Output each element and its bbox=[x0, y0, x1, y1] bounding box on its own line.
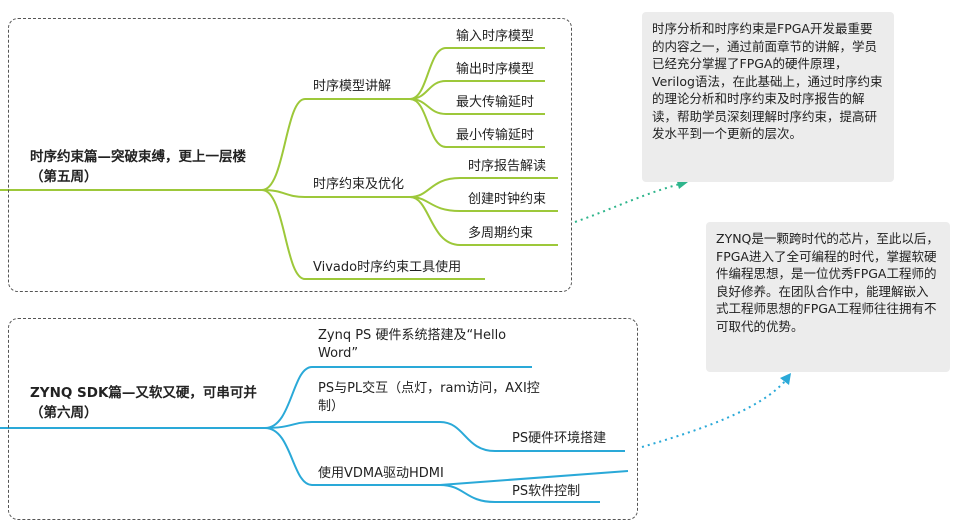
topic-vdma-hdmi[interactable]: 使用VDMA驱动HDMI bbox=[318, 466, 444, 481]
note-zynq: ZYNQ是一颗跨时代的芯片，至此以后，FPGA进入了全可编程的时代，掌握软硬件编… bbox=[706, 222, 950, 372]
topic-timing-model[interactable]: 时序模型讲解 bbox=[313, 79, 392, 94]
module5-frame bbox=[8, 18, 572, 292]
item-max-delay[interactable]: 最大传输延时 bbox=[456, 95, 535, 110]
topic-vivado-tool[interactable]: Vivado时序约束工具使用 bbox=[313, 260, 462, 275]
green-branch-topic1 bbox=[261, 98, 410, 191]
item-multicycle[interactable]: 多周期约束 bbox=[468, 226, 534, 241]
topic-timing-constraint[interactable]: 时序约束及优化 bbox=[313, 177, 405, 192]
item-min-delay[interactable]: 最小传输延时 bbox=[456, 128, 535, 143]
item-ps-sw-control[interactable]: PS软件控制 bbox=[512, 484, 581, 499]
item-output-timing-model[interactable]: 输出时序模型 bbox=[456, 62, 535, 77]
item-ps-hw-env[interactable]: PS硬件环境搭建 bbox=[512, 431, 607, 446]
arrow-to-note-timing bbox=[574, 183, 681, 223]
blue-branch-topic3 bbox=[264, 427, 440, 486]
item-create-clock[interactable]: 创建时钟约束 bbox=[468, 192, 547, 207]
blue-branch-topic1 bbox=[264, 366, 532, 429]
module6-root-title[interactable]: ZYNQ SDK篇—又软又硬，可串可并（第六周） bbox=[30, 385, 257, 421]
note-timing: 时序分析和时序约束是FPGA开发最重要的内容之一，通过前面章节的讲解，学员已经充… bbox=[642, 12, 894, 182]
topic-ps-pl-interaction[interactable]: PS与PL交互（点灯，ram访问，AXI控制） bbox=[318, 381, 540, 414]
item-input-timing-model[interactable]: 输入时序模型 bbox=[456, 29, 535, 44]
blue-branch-topic2 bbox=[264, 421, 440, 429]
arrow-to-note-zynq bbox=[641, 379, 787, 448]
module6-frame bbox=[8, 318, 638, 520]
green-branch-topic3 bbox=[261, 189, 485, 280]
topic-zynq-ps-setup[interactable]: Zynq PS 硬件系统搭建及“Hello Word” bbox=[318, 328, 507, 361]
item-timing-report[interactable]: 时序报告解读 bbox=[468, 159, 547, 174]
green-branch-topic2 bbox=[261, 189, 410, 198]
module5-root-title[interactable]: 时序约束篇—突破束缚，更上一层楼（第五周） bbox=[30, 149, 246, 185]
